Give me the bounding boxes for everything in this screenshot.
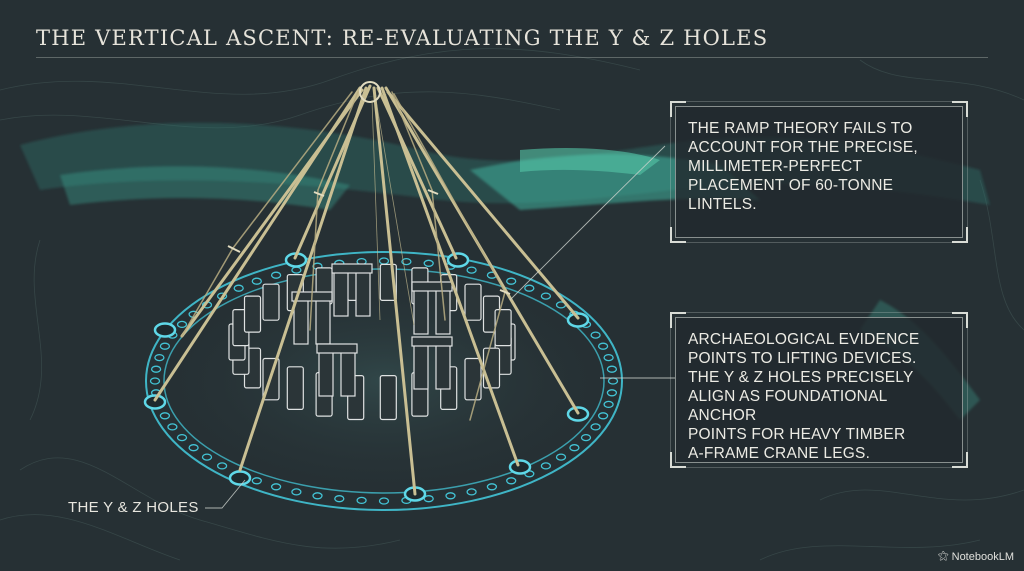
small-hole (569, 444, 580, 452)
trilithon (316, 343, 358, 397)
small-hole (334, 495, 345, 503)
sarsen-stone (243, 295, 262, 333)
sarsen-stone (262, 283, 280, 321)
small-hole (176, 320, 188, 329)
small-hole (606, 365, 618, 373)
sarsen-stone (482, 347, 501, 389)
small-hole (312, 492, 323, 500)
small-hole (597, 412, 609, 420)
callout-ramp-theory: THE RAMP THEORY FAILS TO ACCOUNT FOR THE… (670, 101, 968, 243)
page-title: THE VERTICAL ASCENT: RE-EVALUATING THE Y… (36, 26, 769, 50)
small-hole (540, 462, 552, 470)
small-hole (251, 277, 262, 285)
small-hole (176, 433, 188, 442)
small-hole (423, 259, 434, 267)
large-hole (143, 394, 167, 410)
small-hole (580, 433, 592, 442)
large-hole (228, 470, 252, 486)
title-divider (36, 57, 988, 58)
sarsen-stone (494, 309, 512, 347)
y-z-holes-ring (143, 251, 623, 511)
sarsen-stone (286, 366, 304, 410)
small-hole (270, 483, 282, 491)
small-hole (378, 497, 390, 505)
trilithon (411, 336, 453, 390)
brand-name: NotebookLM (951, 550, 1014, 563)
small-hole (540, 292, 552, 300)
small-hole (466, 266, 477, 274)
large-hole (153, 322, 177, 338)
trilithon (411, 281, 453, 335)
small-hole (506, 277, 517, 285)
small-hole (466, 488, 477, 496)
small-hole (149, 377, 161, 385)
small-hole (603, 353, 614, 362)
small-hole (159, 342, 171, 350)
trilithon (331, 263, 373, 317)
callout-lifting-devices: ARCHAEOLOGICAL EVIDENCE POINTS TO LIFTIN… (670, 312, 968, 468)
small-hole (167, 423, 178, 431)
small-hole (524, 284, 535, 292)
callout-leaders (205, 145, 675, 509)
small-hole (159, 412, 171, 420)
notebooklm-logo-icon: ⚝ (937, 550, 949, 562)
small-hole (445, 492, 456, 500)
small-hole (486, 483, 498, 491)
small-hole (423, 495, 434, 503)
small-hole (356, 496, 367, 505)
small-hole (506, 477, 517, 485)
large-hole (566, 312, 590, 328)
small-hole (597, 342, 609, 350)
small-hole (201, 453, 213, 461)
topographic-contours (0, 48, 1024, 561)
small-hole (251, 477, 262, 485)
callout-ramp-theory-text: THE RAMP THEORY FAILS TO ACCOUNT FOR THE… (688, 120, 918, 213)
sarsen-stone (464, 283, 482, 321)
large-hole (446, 252, 470, 268)
timber-crane-legs (153, 84, 580, 496)
small-hole (590, 331, 601, 339)
sarsen-stone (464, 357, 482, 401)
callout-lifting-devices-text: ARCHAEOLOGICAL EVIDENCE POINTS TO LIFTIN… (688, 331, 920, 462)
small-hole (233, 284, 244, 292)
small-hole (555, 453, 567, 461)
sarsen-stone (379, 375, 397, 421)
brand-watermark: ⚝ NotebookLM (938, 550, 1014, 563)
small-hole (216, 462, 228, 470)
small-hole (401, 257, 412, 266)
small-hole (150, 365, 162, 373)
small-hole (154, 353, 165, 362)
small-hole (188, 444, 199, 452)
small-hole (606, 389, 618, 397)
large-hole (508, 459, 532, 475)
y-z-holes-label: THE Y & Z HOLES (68, 499, 199, 516)
small-hole (291, 488, 302, 496)
small-hole (603, 400, 614, 409)
small-hole (270, 271, 282, 279)
small-hole (590, 423, 601, 431)
